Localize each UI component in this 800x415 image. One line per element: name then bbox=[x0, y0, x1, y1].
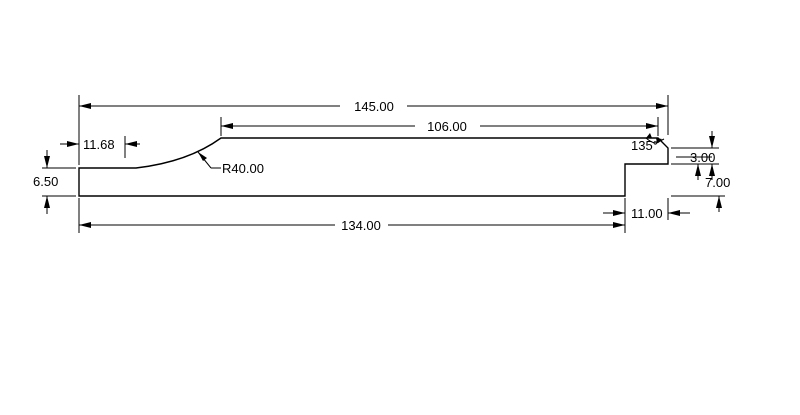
radius-label: R40.00 bbox=[222, 161, 264, 176]
left-offset-label: 11.68 bbox=[83, 137, 115, 152]
dimension-right-step-height: 3.00 bbox=[671, 131, 719, 180]
right-height-label: 7.00 bbox=[705, 175, 730, 190]
dimension-overall-length: 145.00 bbox=[78, 95, 669, 165]
bottom-length-label: 134.00 bbox=[341, 218, 381, 233]
left-height-label: 6.50 bbox=[33, 174, 58, 189]
chamfer-angle-label: 135° bbox=[631, 138, 658, 153]
overall-length-label: 145.00 bbox=[354, 99, 394, 114]
dimension-left-height: 6.50 bbox=[33, 150, 76, 214]
dimension-bottom-length: 134.00 bbox=[78, 198, 625, 233]
dimension-chamfer-angle: 135° bbox=[631, 133, 665, 153]
dimension-top-flat: 106.00 bbox=[220, 117, 659, 136]
right-step-height-label: 3.00 bbox=[690, 150, 715, 165]
dimension-left-offset: 11.68 bbox=[60, 136, 140, 158]
part-outline bbox=[78, 137, 669, 197]
dimension-right-height: 7.00 bbox=[671, 164, 730, 212]
right-step-length-label: 11.00 bbox=[631, 206, 663, 221]
dimension-radius: R40.00 bbox=[197, 151, 264, 176]
dimension-right-step-length: 11.00 bbox=[603, 198, 690, 233]
top-flat-label: 106.00 bbox=[427, 119, 467, 134]
